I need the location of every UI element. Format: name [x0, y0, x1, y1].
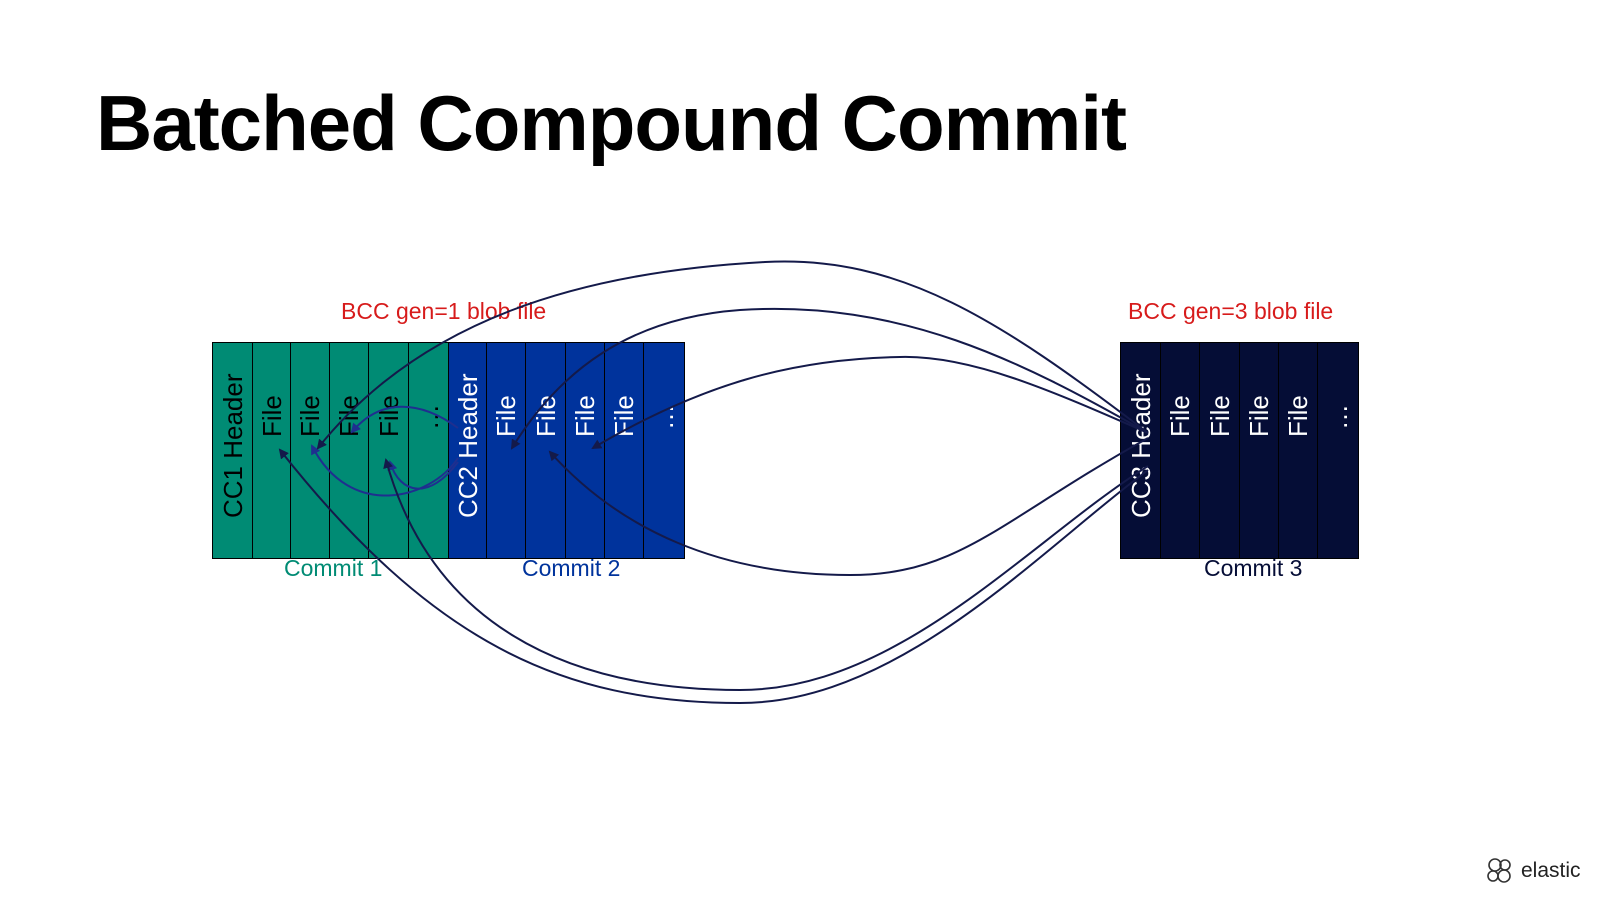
- commit2-ellipsis-label: …: [649, 404, 679, 430]
- commit1-label: Commit 1: [284, 555, 383, 581]
- cc3-header-cell: CC3 Header: [1120, 342, 1161, 559]
- commit1-ellipsis-label: …: [413, 404, 444, 430]
- cc3-header-label: CC3 Header: [1125, 373, 1156, 518]
- commit2-file-label: File: [570, 395, 600, 437]
- commit3-file-label: File: [1244, 395, 1274, 437]
- cc1-header-label: CC1 Header: [217, 373, 248, 518]
- commit1-file-label: File: [373, 395, 404, 437]
- elastic-logo-icon: [1487, 858, 1511, 883]
- elastic-logo-text: elastic: [1521, 859, 1581, 882]
- commit1-file-label: File: [256, 395, 287, 437]
- commit1-file-cell: File: [290, 342, 330, 559]
- cc2-header-cell: CC2 Header: [448, 342, 487, 559]
- cc1-header-cell: CC1 Header: [212, 342, 253, 559]
- commit3-file-label: File: [1165, 395, 1195, 437]
- commit3-file-label: File: [1204, 395, 1235, 437]
- slide-title: Batched Compound Commit: [96, 79, 1127, 167]
- blob-label-gen3: BCC gen=3 blob file: [1128, 298, 1334, 324]
- commit3-label: Commit 3: [1204, 555, 1303, 581]
- commit2-file-cell: File: [565, 342, 605, 559]
- commit1-file-label: File: [334, 395, 364, 437]
- commit3-file-cell: File: [1239, 342, 1279, 559]
- commit2-file-cell: File: [604, 342, 644, 559]
- commit2-file-label: File: [491, 395, 521, 437]
- commit1-file-cell: File: [368, 342, 409, 559]
- commit2-file-label: File: [609, 395, 639, 437]
- commit3-ellipsis-label: …: [1323, 404, 1353, 430]
- commit1-file-label: File: [295, 395, 325, 437]
- commit3-file-cell: File: [1160, 342, 1200, 559]
- commit2-label: Commit 2: [522, 555, 621, 581]
- commit1-file-cell: File: [329, 342, 369, 559]
- elastic-logo: elastic: [1484, 855, 1581, 887]
- commit3-file-label: File: [1283, 395, 1313, 437]
- commit2-file-cell: File: [525, 342, 566, 559]
- cc2-header-label: CC2 Header: [452, 373, 483, 518]
- commit3-ellipsis-cell: …: [1317, 342, 1359, 559]
- blob-label-gen1: BCC gen=1 blob file: [341, 298, 547, 324]
- commit2-file-label: File: [530, 395, 561, 437]
- commit3-file-cell: File: [1199, 342, 1240, 559]
- commit2-file-cell: File: [486, 342, 526, 559]
- commit1-ellipsis-cell: …: [408, 342, 449, 559]
- commit3-file-cell: File: [1278, 342, 1318, 559]
- commit1-file-cell: File: [252, 342, 291, 559]
- commit2-ellipsis-cell: …: [643, 342, 685, 559]
